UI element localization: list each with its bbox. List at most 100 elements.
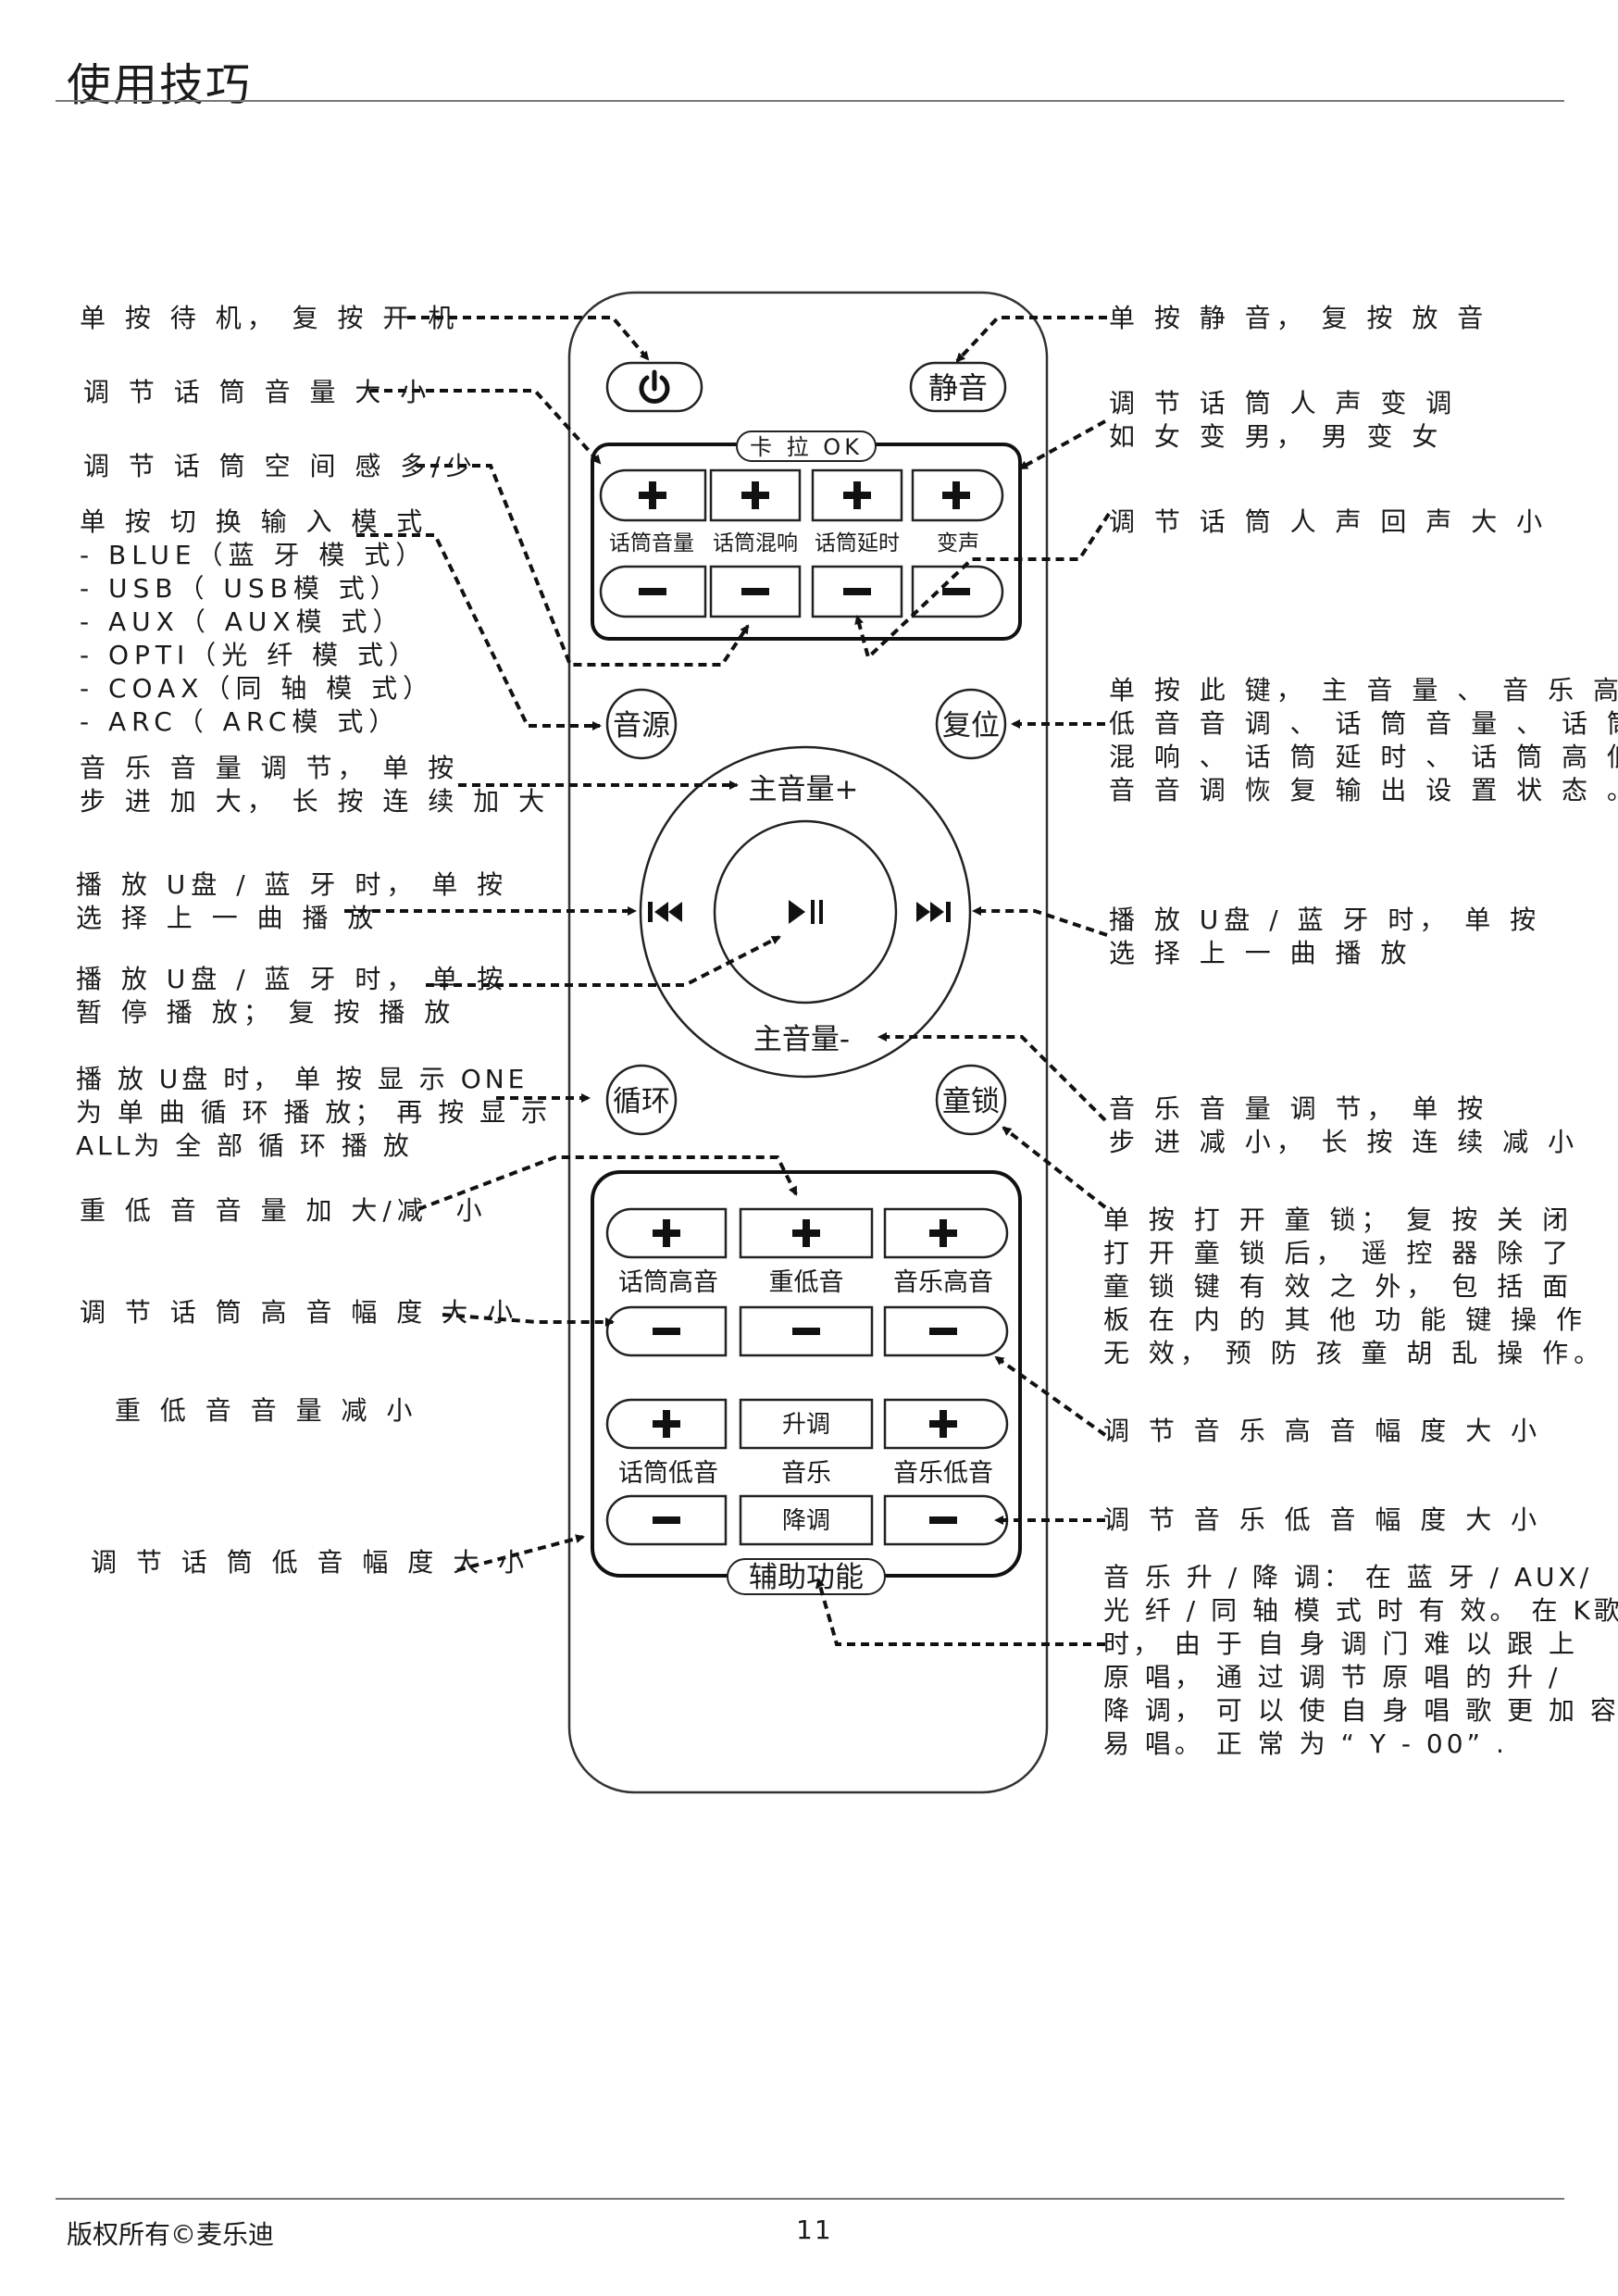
power-icon: [639, 369, 670, 404]
subwoofer-plus-button[interactable]: [739, 1207, 874, 1259]
annotation-mic-volume: 调 节 话 筒 音 量 大 小: [83, 377, 432, 407]
minus-icon: [653, 1516, 680, 1524]
page-title: 使用技巧: [67, 59, 253, 111]
minus-icon: [653, 1328, 680, 1335]
key-down-button[interactable]: 降调: [739, 1494, 874, 1546]
annotation-mic-bass: 调 节 话 筒 低 音 幅 度 大 小: [91, 1547, 530, 1578]
tone-label-music: 音乐: [781, 1459, 831, 1488]
aux-label: 辅助功能: [749, 1561, 864, 1594]
annotation-music-bass: 调 节 音 乐 低 音 幅 度 大 小: [1103, 1504, 1543, 1535]
annotation-music-treble: 调 节 音 乐 高 音 幅 度 大 小: [1103, 1416, 1543, 1446]
key-down-label: 降调: [782, 1507, 830, 1535]
annotation-standby: 单 按 待 机， 复 按 开 机: [80, 303, 460, 333]
mic-bass-plus-button[interactable]: [605, 1398, 728, 1450]
minus-icon: [792, 1328, 820, 1335]
key-up-label: 升调: [782, 1411, 830, 1439]
master-volume-down[interactable]: 主音量-: [753, 1023, 850, 1056]
plus-icon: [843, 481, 871, 509]
karaoke-label-4: 变声: [937, 531, 979, 555]
play-pause-icon: [789, 900, 823, 924]
navigation-dial: [639, 745, 972, 1079]
repeat-label: 循环: [613, 1085, 670, 1118]
mic-treble-minus-button[interactable]: [605, 1305, 728, 1357]
subwoofer-minus-button[interactable]: [739, 1305, 874, 1357]
power-button[interactable]: [605, 361, 703, 413]
tone-label-music-bass: 音乐低音: [893, 1459, 993, 1488]
annotation-reset: 单 按 此 键， 主 音 量 、 音 乐 高 低 音 音 调 、 话 筒 音 量…: [1109, 675, 1618, 805]
tone-label-mic-bass: 话筒低音: [618, 1459, 718, 1488]
karaoke-label-2: 话筒混响: [713, 531, 798, 555]
child-lock-button[interactable]: 童锁: [935, 1064, 1007, 1136]
annotation-mic-space: 调 节 话 筒 空 间 感 多/少: [83, 451, 478, 481]
reset-label: 复位: [942, 709, 1000, 742]
mic-reverb-plus-button[interactable]: [709, 468, 802, 522]
mic-bass-minus-button[interactable]: [605, 1494, 728, 1546]
annotation-volume-down: 音 乐 音 量 调 节， 单 按 步 进 减 小， 长 按 连 续 减 小: [1109, 1093, 1580, 1157]
annotation-key-shift: 音 乐 升 / 降 调： 在 蓝 牙 / AUX/ 光 纤 / 同 轴 模 式 …: [1103, 1562, 1618, 1759]
source-label: 音源: [613, 709, 670, 742]
annotation-mic-echo: 调 节 话 筒 人 声 回 声 大 小: [1109, 506, 1549, 537]
annotation-play-pause: 播 放 U盘 / 蓝 牙 时， 单 按 暂 停 播 放； 复 按 播 放: [76, 964, 509, 1028]
annotation-voice-change: 调 节 话 筒 人 声 变 调 如 女 变 男， 男 变 女: [1109, 388, 1458, 452]
master-volume-up[interactable]: 主音量+: [749, 773, 859, 806]
plus-icon: [639, 481, 666, 509]
plus-icon: [929, 1410, 957, 1438]
music-bass-plus-button[interactable]: [883, 1398, 1009, 1450]
key-up-button[interactable]: 升调: [739, 1398, 874, 1450]
next-icon[interactable]: [916, 902, 951, 922]
plus-icon: [929, 1219, 957, 1247]
copyright: 版权所有©麦乐迪: [67, 2219, 275, 2250]
voice-change-plus-button[interactable]: [911, 468, 1004, 522]
mic-reverb-minus-button[interactable]: [709, 565, 802, 618]
annotation-volume-up: 音 乐 音 量 调 节， 单 按 步 进 加 大， 长 按 连 续 加 大: [80, 753, 551, 817]
annotation-next-track: 播 放 U盘 / 蓝 牙 时， 单 按 选 择 上 一 曲 播 放: [1109, 905, 1542, 968]
play-pause-button[interactable]: [713, 819, 898, 1004]
annotation-bass-down: 重 低 音 音 量 减 小: [115, 1395, 418, 1426]
music-treble-minus-button[interactable]: [883, 1305, 1009, 1357]
minus-icon: [741, 588, 769, 595]
tone-label-subwoofer: 重低音: [769, 1268, 844, 1297]
minus-icon: [639, 588, 666, 595]
mic-delay-plus-button[interactable]: [811, 468, 903, 522]
source-button[interactable]: 音源: [605, 688, 678, 760]
reset-button[interactable]: 复位: [935, 688, 1007, 760]
minus-icon: [929, 1516, 957, 1524]
music-bass-minus-button[interactable]: [883, 1494, 1009, 1546]
mute-label: 静音: [928, 370, 988, 406]
child-lock-label: 童锁: [942, 1085, 1000, 1118]
karaoke-label-3: 话筒延时: [815, 531, 900, 555]
plus-icon: [942, 481, 970, 509]
annotation-mute: 单 按 静 音， 复 按 放 音: [1109, 303, 1489, 333]
minus-icon: [929, 1328, 957, 1335]
leader-arrows: [344, 316, 1111, 1646]
minus-icon: [843, 588, 871, 595]
tone-label-music-treble: 音乐高音: [893, 1268, 993, 1297]
remote-body: [567, 291, 1049, 1794]
plus-icon: [741, 481, 769, 509]
mic-volume-minus-button[interactable]: [599, 565, 707, 618]
annotation-input-mode: 单 按 切 换 输 入 模 式 - BLUE（蓝 牙 模 式） - USB（ U…: [80, 506, 435, 737]
plus-icon: [653, 1219, 680, 1247]
minus-icon: [942, 588, 970, 595]
karaoke-label-1: 话筒音量: [609, 531, 694, 555]
plus-icon: [653, 1410, 680, 1438]
prev-icon[interactable]: [648, 902, 682, 922]
annotation-child-lock: 单 按 打 开 童 锁； 复 按 关 闭 打 开 童 锁 后， 遥 控 器 除 …: [1103, 1204, 1606, 1368]
page-number: 11: [796, 2215, 833, 2245]
mic-treble-plus-button[interactable]: [605, 1207, 728, 1259]
karaoke-label: 卡 拉 OK: [750, 434, 863, 460]
annotation-repeat: 播 放 U盘 时， 单 按 显 示 ONE 为 单 曲 循 环 播 放； 再 按…: [76, 1064, 552, 1161]
footer-rule: [56, 2198, 1564, 2200]
annotation-bass-up-down: 重 低 音 音 量 加 大/减 小: [80, 1195, 488, 1226]
plus-icon: [792, 1219, 820, 1247]
annotation-mic-treble: 调 节 话 筒 高 音 幅 度 大 小: [80, 1297, 519, 1328]
repeat-button[interactable]: 循环: [605, 1064, 678, 1136]
annotation-prev-track: 播 放 U盘 / 蓝 牙 时， 单 按 选 择 上 一 曲 播 放: [76, 869, 509, 933]
mic-volume-plus-button[interactable]: [599, 468, 707, 522]
tone-label-mic-treble: 话筒高音: [618, 1268, 718, 1297]
mic-delay-minus-button[interactable]: [811, 565, 903, 618]
music-treble-plus-button[interactable]: [883, 1207, 1009, 1259]
mute-button[interactable]: 静音: [909, 361, 1007, 413]
voice-change-minus-button[interactable]: [911, 565, 1004, 618]
